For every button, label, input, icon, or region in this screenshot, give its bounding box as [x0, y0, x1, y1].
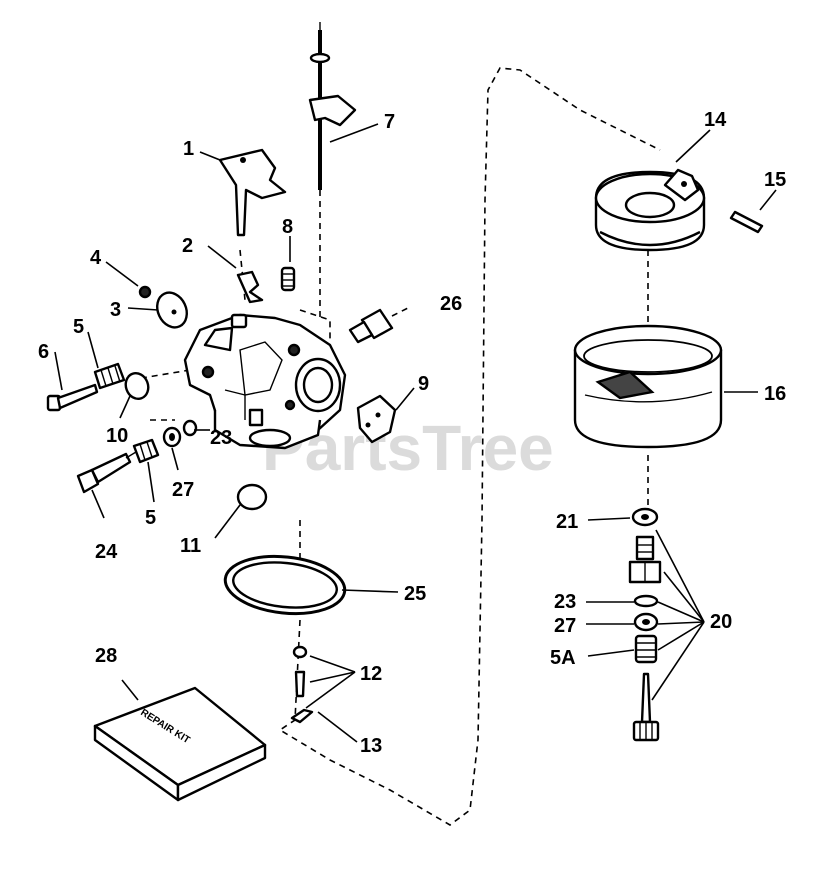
- callout-5-upper: 5: [73, 316, 84, 338]
- bowl-nut-washer-21: [631, 507, 659, 527]
- callout-5-lower: 5: [145, 507, 156, 529]
- callout-14: 14: [704, 109, 727, 131]
- leader-lines: [54, 123, 777, 743]
- float-bowl: [573, 324, 723, 449]
- spring-5A: [634, 634, 658, 664]
- callout-1: 1: [183, 138, 194, 160]
- callout-26: 26: [440, 293, 462, 315]
- idle-spring: [280, 266, 296, 292]
- callout-20: 20: [710, 611, 732, 633]
- washer-27: [162, 426, 182, 448]
- needle-spring: [132, 438, 160, 464]
- callout-23-left: 23: [210, 427, 232, 449]
- callout-16: 16: [764, 383, 786, 405]
- welch-plug-lower: [236, 483, 268, 511]
- callout-2: 2: [182, 235, 193, 257]
- welch-plug-upper: [124, 372, 150, 400]
- choke-screw: [138, 285, 152, 299]
- callout-4: 4: [90, 247, 102, 269]
- callout-3: 3: [110, 299, 121, 321]
- fuel-inlet-needle-seat: [290, 645, 314, 724]
- needle-valve: [76, 451, 137, 494]
- repair-kit: REPAIR KIT: [93, 686, 267, 802]
- callout-23-right: 23: [554, 591, 576, 613]
- o-ring-23: [182, 419, 198, 437]
- callout-15: 15: [764, 169, 786, 191]
- bowl-gasket: [223, 554, 347, 616]
- callout-labels: 1 2 3 4 5 5 6 7 8 9 10 11 12 13 14 15 16…: [38, 109, 786, 757]
- callout-11: 11: [180, 535, 201, 557]
- idle-screw: [46, 383, 99, 412]
- choke-bracket: [218, 148, 287, 237]
- callout-21: 21: [556, 511, 578, 533]
- idle-screw-spring: [93, 362, 126, 390]
- callout-8: 8: [282, 216, 293, 238]
- choke-plate: [156, 291, 188, 329]
- callout-6: 6: [38, 341, 49, 363]
- carburetor-body: [183, 313, 347, 450]
- callout-12: 12: [360, 663, 382, 685]
- callout-7: 7: [384, 111, 395, 133]
- throttle-shaft: [308, 22, 357, 190]
- choke-spring: [236, 270, 264, 304]
- callout-28: 28: [95, 645, 117, 667]
- callout-13: 13: [360, 735, 382, 757]
- bowl-nut-20: [628, 535, 662, 584]
- needle-axis: [129, 369, 191, 421]
- float: [594, 168, 706, 252]
- callout-5A: 5A: [550, 647, 576, 669]
- throttle-plate: [356, 394, 397, 444]
- o-ring-23-right: [633, 594, 659, 608]
- washer-27-right: [633, 612, 659, 632]
- fuel-fitting: [348, 307, 409, 344]
- callout-27-left: 27: [172, 479, 194, 501]
- high-speed-needle: [632, 672, 660, 742]
- callout-24: 24: [95, 541, 118, 563]
- float-pin: [729, 210, 764, 234]
- callout-25: 25: [404, 583, 426, 605]
- callout-9: 9: [418, 373, 429, 395]
- callout-27-right: 27: [554, 615, 576, 637]
- callout-10: 10: [106, 425, 128, 447]
